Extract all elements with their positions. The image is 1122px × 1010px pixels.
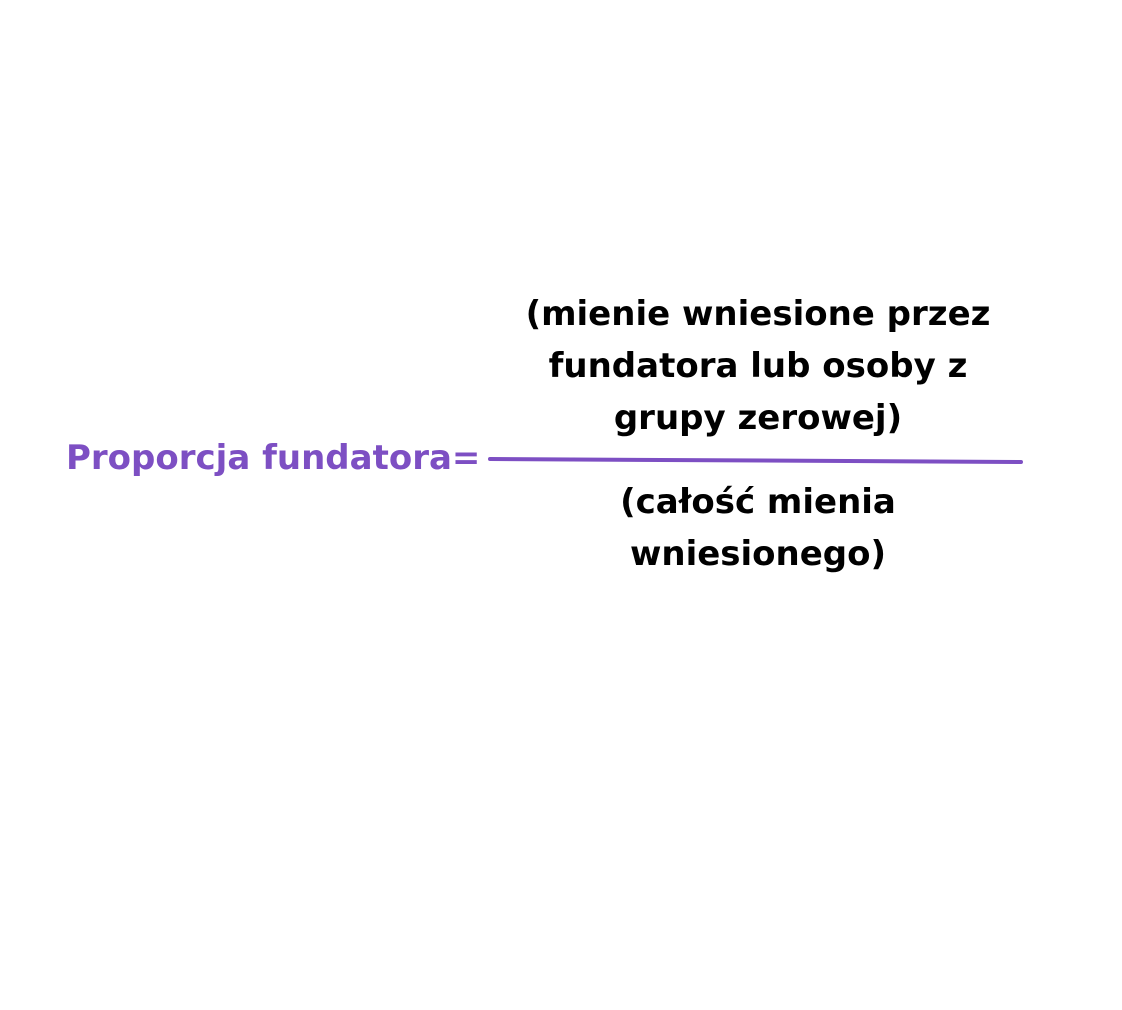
numerator-line-3: grupy zerowej) — [613, 398, 903, 438]
numerator: (mienie wniesione przez fundatora lub os… — [488, 288, 1028, 444]
numerator-line-2: fundatora lub osoby z — [548, 346, 968, 386]
formula-label: Proporcja fundatora= — [66, 438, 481, 478]
denominator-line-2: wniesionego) — [629, 534, 887, 574]
denominator: (całość mienia wniesionego) — [488, 476, 1028, 580]
numerator-line-1: (mienie wniesione przez — [525, 294, 991, 334]
denominator-line-1: (całość mienia — [620, 482, 896, 522]
fraction-bar-line — [488, 457, 1023, 464]
